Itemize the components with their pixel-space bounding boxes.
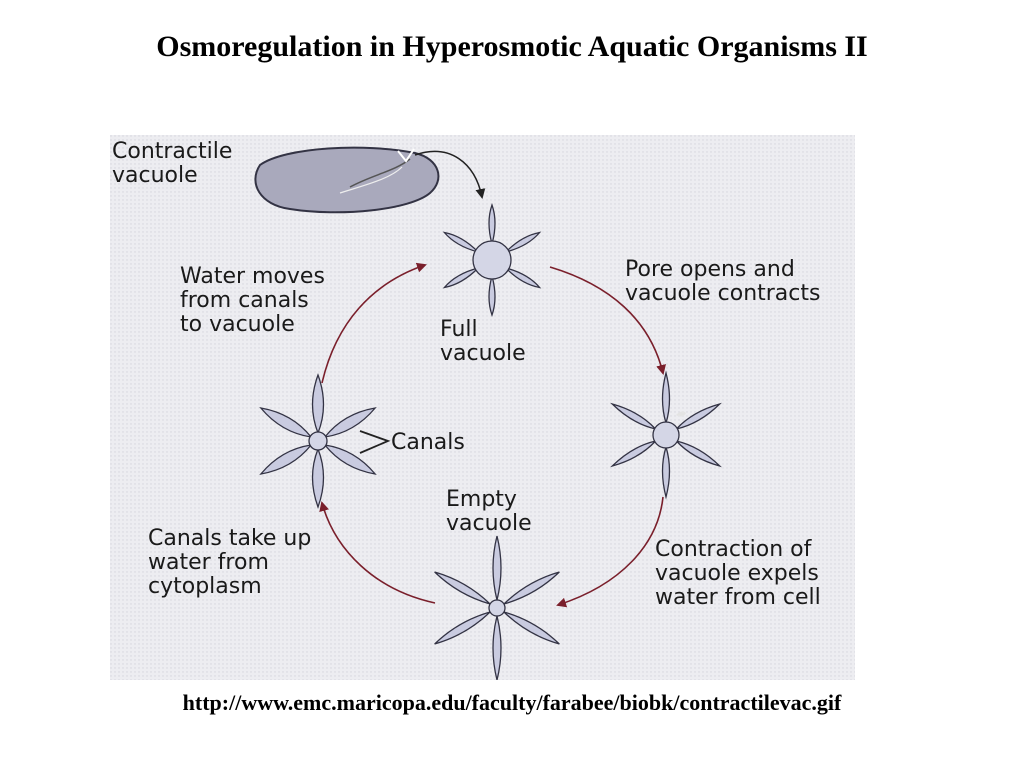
diagram-canvas	[110, 135, 855, 680]
arrow-canals-to-full	[321, 262, 427, 384]
label-contraction-expels: Contraction of vacuole expels water from…	[655, 537, 821, 610]
cycle-arrows	[319, 262, 666, 608]
canals-filling-illustration	[259, 373, 377, 509]
pointer-arrow	[414, 150, 486, 199]
contracting-vacuole-illustration	[610, 370, 722, 500]
arrow-contracting-to-empty	[556, 496, 664, 608]
diagram-background	[110, 135, 855, 680]
source-url: http://www.emc.maricopa.edu/faculty/fara…	[182, 690, 842, 715]
arrow-empty-to-canals	[319, 501, 436, 604]
canals-bracket	[359, 430, 391, 454]
contractile-vacuole-diagram: Contractile vacuole Full vacuole Pore op…	[110, 135, 855, 680]
label-contractile-vacuole: Contractile vacuole	[112, 139, 233, 188]
label-empty-vacuole: Empty vacuole	[446, 487, 532, 536]
cell-illustration	[254, 146, 486, 214]
label-pore-opens: Pore opens and vacuole contracts	[625, 257, 821, 306]
slide-title: Osmoregulation in Hyperosmotic Aquatic O…	[156, 30, 868, 63]
full-vacuole-illustration	[442, 203, 542, 317]
label-water-moves: Water moves from canals to vacuole	[180, 264, 325, 337]
arrow-full-to-contracting	[549, 266, 666, 375]
label-canals: Canals	[391, 430, 465, 455]
label-full-vacuole: Full vacuole	[440, 317, 526, 366]
empty-vacuole-illustration	[434, 535, 560, 680]
label-canals-take-up: Canals take up water from cytoplasm	[148, 526, 312, 599]
